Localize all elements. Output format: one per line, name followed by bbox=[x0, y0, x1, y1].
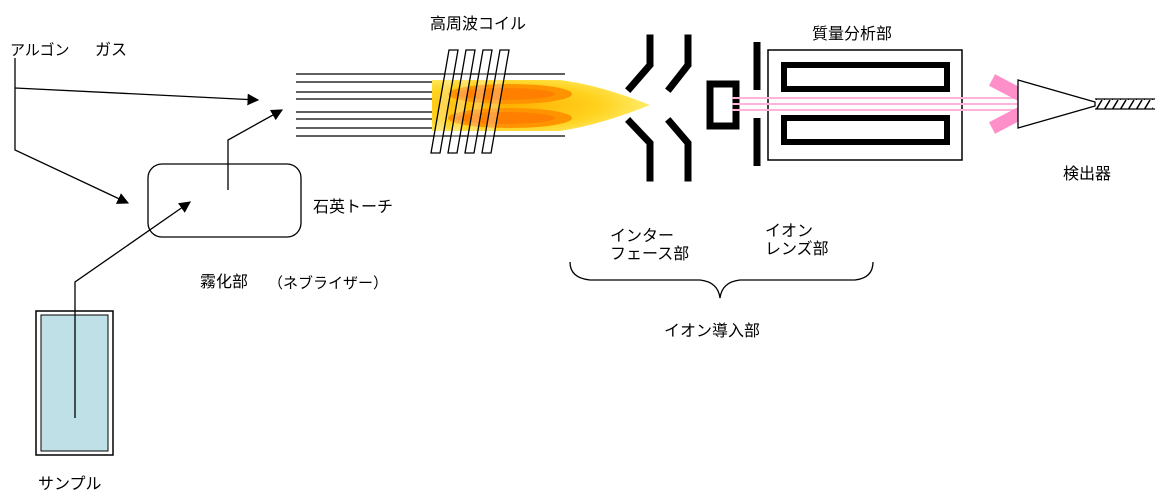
interface-label: インター フェース部 bbox=[610, 226, 690, 263]
quartz-torch-label: 石英トーチ bbox=[313, 197, 394, 216]
ion-intro-label: イオン導入部 bbox=[664, 321, 761, 340]
detector-label: 検出器 bbox=[1063, 164, 1112, 183]
argon-label-part2: ガス bbox=[95, 40, 128, 59]
argon-label-part1: アルゴン bbox=[10, 41, 70, 59]
ion-lens-label: イオン レンズ部 bbox=[765, 221, 829, 258]
detector bbox=[1017, 79, 1155, 129]
sample-container bbox=[35, 310, 114, 456]
nebulizer-lines bbox=[74, 109, 284, 315]
rf-coil bbox=[430, 49, 510, 154]
argon-flow-lines bbox=[14, 58, 260, 204]
ion-beam bbox=[732, 97, 1040, 111]
nebulizer-note: （ネブライザー） bbox=[268, 274, 389, 292]
mass-analyzer-label: 質量分析部 bbox=[812, 24, 893, 43]
nebulizer-label: 霧化部 bbox=[200, 272, 249, 291]
nebulizer-chamber bbox=[147, 163, 302, 238]
ion-intro-brace bbox=[569, 261, 874, 299]
rf-coil-label: 高周波コイル bbox=[430, 14, 527, 33]
interface-cones bbox=[625, 34, 692, 182]
sample-label: サンプル bbox=[38, 474, 102, 493]
